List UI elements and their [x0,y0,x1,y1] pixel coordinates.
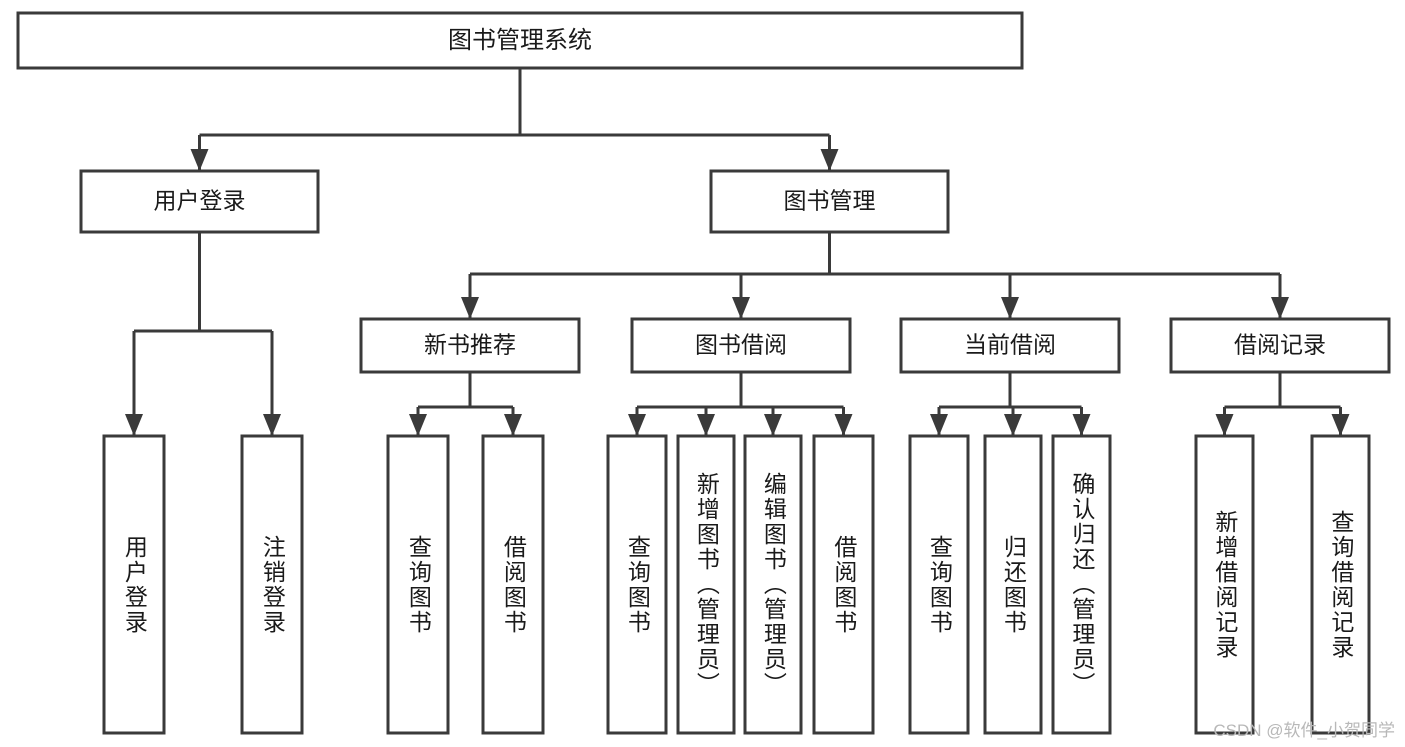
node-box-l-confirm-return[interactable] [1051,434,1112,735]
arrow-head-leaf-logout [263,414,281,436]
arrow-head-l-borrow-book-2 [834,414,853,436]
arrow-head-l-query-book-3 [930,414,948,436]
arrow-head-l-add-record [1215,414,1234,436]
node-box-l-query-book-1[interactable] [386,434,450,735]
connectors-layer [125,68,1350,436]
arrow-head-book-borrow [732,297,750,319]
node-box-l-return-book[interactable] [983,434,1043,735]
arrow-head-borrow-record [1271,297,1289,319]
node-label-book-borrow: 图书借阅 [695,332,787,358]
arrow-head-l-query-book-2 [628,414,646,436]
node-box-l-edit-book[interactable] [743,434,803,735]
arrow-head-current-borrow [1001,297,1019,319]
node-box-leaf-user-login[interactable] [102,434,166,735]
node-label-user-login: 用户登录 [154,188,246,214]
node-label-borrow-record: 借阅记录 [1234,332,1326,358]
node-box-book-manage[interactable] [709,169,950,234]
node-box-book-borrow[interactable] [630,317,852,374]
arrow-head-l-borrow-book-1 [504,414,522,436]
node-box-l-query-record[interactable] [1310,434,1371,735]
node-label-current-borrow: 当前借阅 [964,332,1056,358]
node-box-root[interactable] [16,11,1024,70]
node-box-l-query-book-2[interactable] [606,434,668,735]
arrow-head-l-return-book [1004,414,1022,436]
arrow-head-l-edit-book [764,414,782,436]
arrow-head-l-query-record [1331,414,1350,436]
node-box-leaf-logout[interactable] [240,434,304,735]
arrow-head-book-manage [820,149,839,171]
arrow-head-user-login [190,149,209,171]
node-box-user-login[interactable] [79,169,320,234]
arrow-head-leaf-user-login [125,414,143,436]
node-label-new-book-rec: 新书推荐 [424,332,516,358]
node-box-l-add-book[interactable] [676,434,736,735]
arrow-head-new-book-rec [461,297,479,319]
node-box-borrow-record[interactable] [1169,317,1391,374]
node-label-root: 图书管理系统 [448,27,592,54]
node-box-l-borrow-book-1[interactable] [481,434,545,735]
node-label-book-manage: 图书管理 [784,188,876,214]
arrow-head-l-add-book [697,414,715,436]
arrow-head-l-confirm-return [1072,414,1091,436]
node-box-l-borrow-book-2[interactable] [812,434,875,735]
node-box-l-add-record[interactable] [1194,434,1255,735]
arrow-head-l-query-book-1 [409,414,427,436]
node-box-new-book-rec[interactable] [359,317,581,374]
node-box-current-borrow[interactable] [899,317,1121,374]
node-box-l-query-book-3[interactable] [908,434,970,735]
